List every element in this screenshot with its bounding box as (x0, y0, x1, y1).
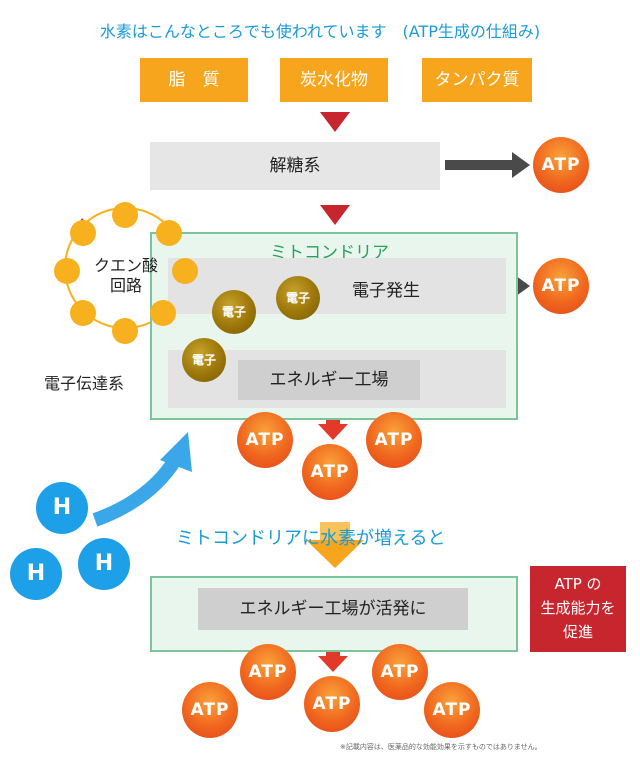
mid-caption: ミトコンドリアに水素が増えると (176, 528, 446, 549)
electron-circle: 電子 (182, 338, 226, 382)
ring-dot (150, 300, 176, 326)
atp-glycolysis: ATP (533, 137, 589, 193)
atp-output: ATP (366, 412, 422, 468)
source-lipid: 脂 質 (140, 58, 248, 102)
atp-output: ATP (424, 682, 480, 738)
energy-factory-active: エネルギー工場が活発に (198, 588, 468, 630)
orange-arrow-shaft (320, 522, 350, 544)
electron-generation-label: 電子発生 (352, 281, 420, 301)
blue-curve-arrow (92, 456, 181, 527)
glycolysis-bar: 解糖系 (150, 142, 440, 190)
arrow-glycolysis-shaft (445, 160, 515, 170)
glycolysis-label: 解糖系 (269, 156, 321, 176)
atp-output: ATP (372, 644, 428, 700)
citric-cycle-line2: 回路 (109, 276, 142, 295)
factory-arrow-head-2 (318, 656, 348, 672)
ring-dot (112, 202, 138, 228)
source-carbohydrate: 炭水化物 (280, 58, 388, 102)
citric-cycle-label: クエン酸 回路 (86, 256, 166, 296)
electron-transport-label: 電子伝達系 (44, 374, 125, 393)
atp-output: ATP (182, 682, 238, 738)
promote-box: ATP の 生成能力を 促進 (530, 566, 626, 652)
energy-factory: エネルギー工場 (238, 360, 420, 400)
electron-circle: 電子 (276, 276, 320, 320)
hydrogen-circle: H (78, 538, 130, 590)
atp-output: ATP (304, 676, 360, 732)
orange-arrow-head (306, 540, 364, 568)
promote-line1: ATP の (554, 575, 602, 593)
factory-arrow-head-1 (318, 424, 348, 440)
ring-dot (172, 258, 198, 284)
footnote: ※記載内容は、医薬品的な効能効果を示すものではありません。 (340, 743, 542, 751)
atp-output: ATP (302, 444, 358, 500)
down-arrow-1 (320, 112, 350, 132)
ring-dot (54, 258, 80, 284)
promote-line2: 生成能力を (540, 599, 616, 617)
ring-dot (156, 220, 182, 246)
electron-circle: 電子 (212, 290, 256, 334)
atp-output: ATP (237, 412, 293, 468)
ring-dot (112, 318, 138, 344)
citric-cycle-line1: クエン酸 (93, 256, 158, 275)
atp-electron: ATP (533, 258, 589, 314)
page-title: 水素はこんなところでも使われています (ATP生成の仕組み) (99, 22, 541, 41)
promote-line3: 促進 (562, 623, 593, 641)
down-arrow-2 (320, 205, 350, 225)
blue-curve-arrow-head (160, 432, 192, 472)
source-protein: タンパク質 (422, 58, 532, 102)
atp-output: ATP (240, 644, 296, 700)
hydrogen-circle: H (36, 482, 88, 534)
ring-dot (70, 220, 96, 246)
hydrogen-circle: H (10, 548, 62, 600)
ring-dot (70, 300, 96, 326)
arrow-glycolysis-head (512, 152, 530, 178)
